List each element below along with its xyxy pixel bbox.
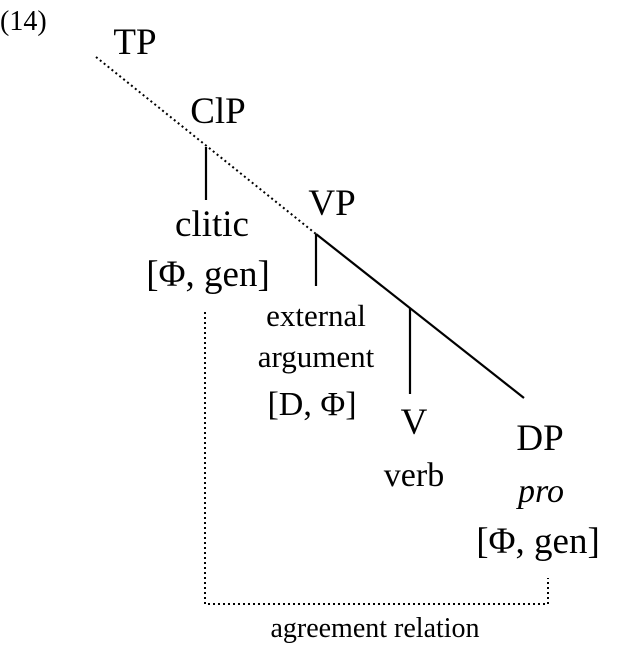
external-argument-line2: argument (257, 339, 375, 374)
object-pro-label: pro (518, 473, 564, 510)
node-dp: DP (516, 418, 564, 459)
spine-solid-branch (315, 233, 525, 399)
agreement-relation-bracket (204, 312, 549, 605)
external-argument-line1: external (266, 298, 366, 333)
node-vp: VP (308, 183, 356, 224)
node-tp: TP (113, 22, 157, 63)
clitic-features: [Φ, gen] (146, 254, 270, 295)
agreement-relation-label: agreement relation (270, 613, 480, 644)
clitic-label: clitic (175, 204, 249, 245)
example-number: (14) (0, 6, 47, 37)
external-argument-features: [D, Φ] (267, 386, 357, 423)
spine-dotted-branch (95, 56, 317, 235)
object-features: [Φ, gen] (476, 521, 600, 562)
verb-label: verb (383, 457, 445, 494)
node-v: V (400, 402, 428, 443)
node-clp: ClP (190, 91, 246, 132)
